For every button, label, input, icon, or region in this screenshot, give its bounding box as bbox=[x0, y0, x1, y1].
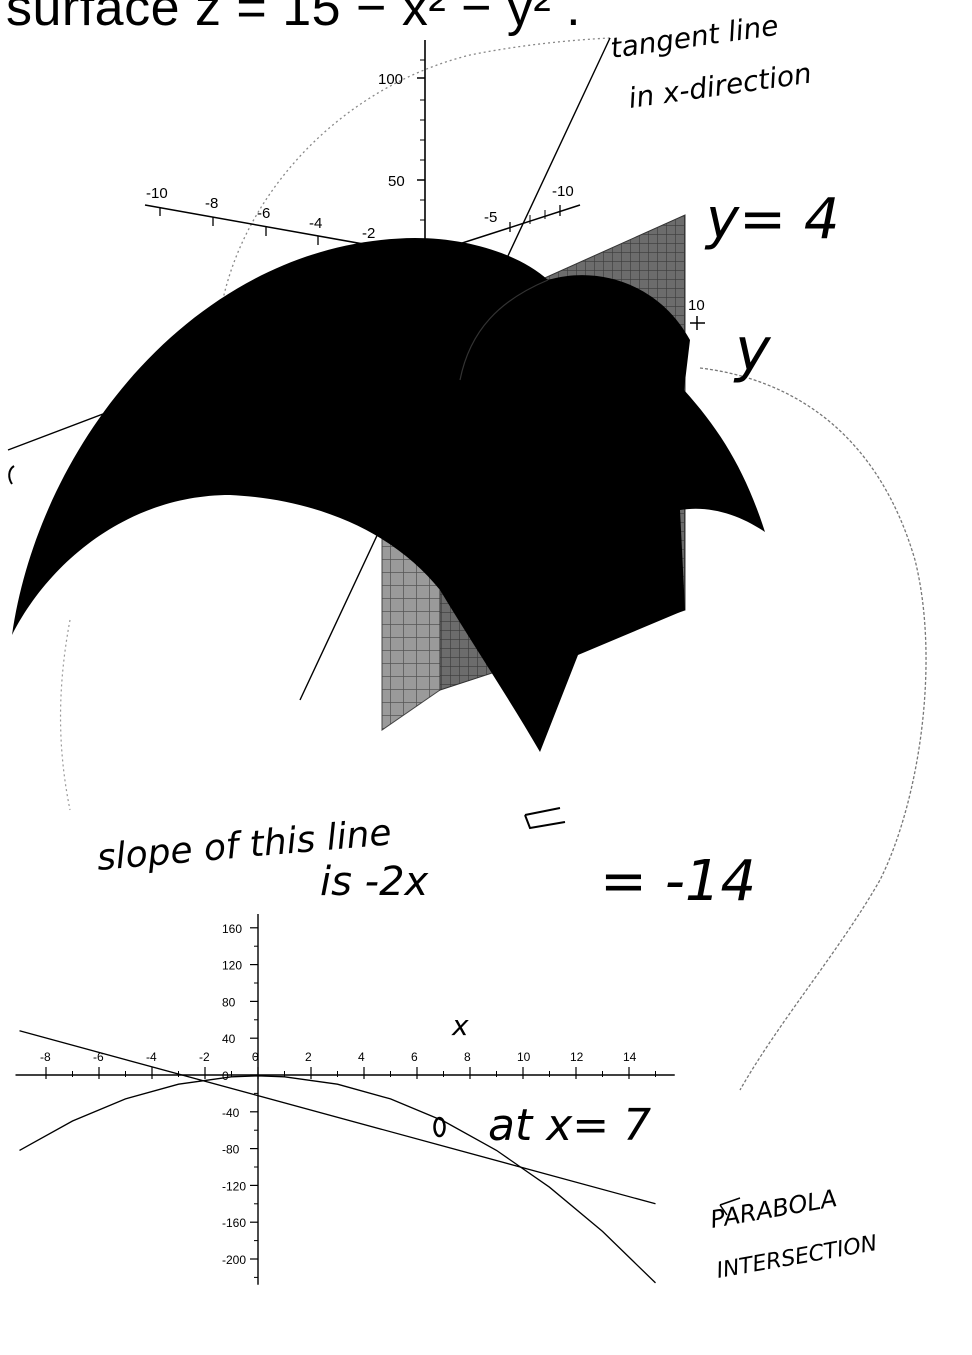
x3d-tick-neg6: -6 bbox=[257, 205, 270, 222]
x-tick-label: 10 bbox=[517, 1050, 531, 1064]
at-x-label: at x= 7 bbox=[488, 1100, 651, 1151]
plane-label: y= 4 bbox=[704, 187, 840, 252]
chart-2d: -8-6-4-20246810121416012080400-40-80-120… bbox=[15, 914, 675, 1285]
y-tick-label: 80 bbox=[222, 995, 236, 1009]
parabola-label-1: PARABOLA bbox=[708, 1184, 839, 1234]
x3d-tick-neg10: -10 bbox=[146, 185, 168, 202]
z-tick-50: 50 bbox=[388, 173, 405, 190]
x3d-tick-neg4: -4 bbox=[309, 215, 322, 232]
x-tick-label: 2 bbox=[305, 1050, 312, 1064]
paraboloid-surface bbox=[12, 238, 765, 752]
x3d-tick-neg2: -2 bbox=[362, 225, 375, 242]
y-tick-label: -120 bbox=[222, 1179, 246, 1193]
y-tick-label: -80 bbox=[222, 1143, 240, 1157]
x-tick-label: 6 bbox=[411, 1050, 418, 1064]
tangent-point bbox=[433, 1116, 446, 1138]
parabola-label-2: INTERSECTION bbox=[715, 1231, 879, 1284]
tangent-label-2: in x-direction bbox=[626, 57, 813, 115]
plot-3d: 100 50 -10 -8 -6 -4 -2 -10 -5 10 bbox=[7, 37, 927, 1091]
y-tick-label: 120 bbox=[222, 959, 242, 973]
parabola-curve bbox=[19, 1075, 656, 1284]
y-tick-label: -160 bbox=[222, 1216, 246, 1230]
x-axis-hand-label: x bbox=[451, 1009, 469, 1042]
y-tick-label: 0 bbox=[222, 1069, 229, 1083]
y-tick-label: 160 bbox=[222, 922, 242, 936]
tangent-label-1: tangent line bbox=[608, 9, 780, 65]
tangent-line-2d bbox=[19, 1030, 656, 1205]
x3d-tick-neg8: -8 bbox=[205, 195, 218, 212]
page-title: surface z = 15 − x² − y² . bbox=[6, 0, 582, 37]
x-tick-label: 12 bbox=[570, 1050, 584, 1064]
pointer-arc-top bbox=[217, 37, 611, 331]
y3d-tick-neg10: -10 bbox=[552, 183, 574, 200]
y-axis-hand-label: y bbox=[733, 315, 772, 385]
x-tick-label: -6 bbox=[93, 1050, 104, 1064]
y3d-tick-10: 10 bbox=[688, 297, 705, 314]
slope-expr: is -2x bbox=[320, 859, 429, 905]
arrow-mark bbox=[524, 807, 566, 830]
pointer-arc-right bbox=[699, 367, 927, 1091]
x-tick-label: -4 bbox=[146, 1050, 157, 1064]
z-tick-100: 100 bbox=[378, 71, 403, 88]
y3d-tick-neg5: -5 bbox=[484, 209, 497, 226]
slope-value: = -14 bbox=[600, 849, 756, 914]
x-tick-label: 14 bbox=[623, 1050, 637, 1064]
y-tick-label: -200 bbox=[222, 1253, 246, 1267]
y-tick-label: 40 bbox=[222, 1032, 236, 1046]
x-tick-label: 8 bbox=[464, 1050, 471, 1064]
x-tick-label: 4 bbox=[358, 1050, 365, 1064]
x-tick-label: -8 bbox=[40, 1050, 51, 1064]
y-tick-label: -40 bbox=[222, 1106, 240, 1120]
x-tick-label: -2 bbox=[199, 1050, 210, 1064]
pointer-arc-left bbox=[59, 619, 71, 811]
